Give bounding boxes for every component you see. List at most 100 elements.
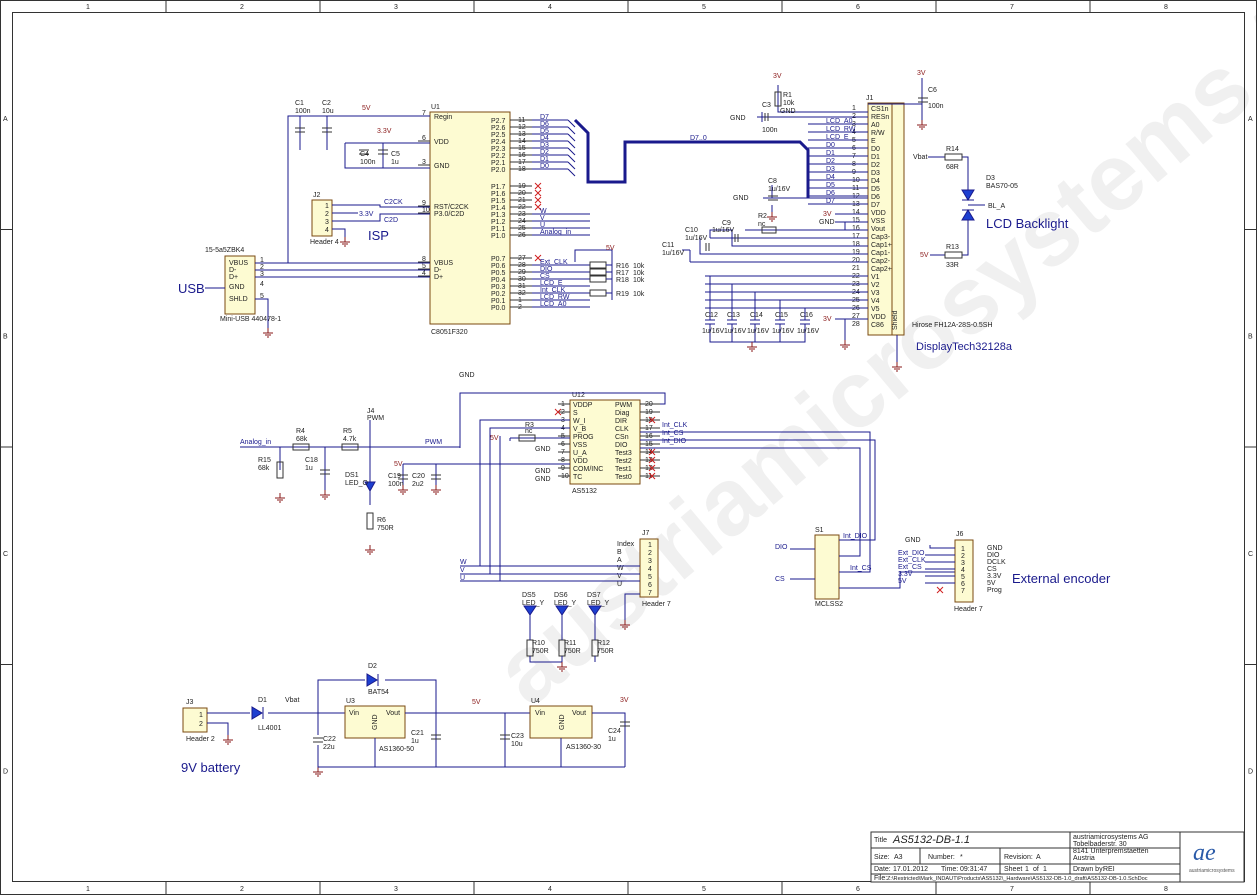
gnd-symbol [917, 120, 927, 130]
u1-net-label: DIO [540, 266, 553, 273]
usb-pin-name: VBUS [229, 260, 248, 267]
c11-val: 1u/16V [662, 250, 685, 257]
gnd-symbol [320, 490, 330, 500]
u1-pin-name: P1.1 [491, 226, 506, 233]
c11-ref: C11 [662, 242, 674, 249]
no-connect-mark [648, 464, 656, 472]
tb-time-label: Time: [941, 866, 958, 873]
j6-net-label: Ext_CLK [898, 557, 926, 564]
j1-pin-name: Cap2+ [871, 266, 892, 273]
u12-ref: U12 [572, 392, 585, 399]
tb-date-label: Date: [874, 866, 891, 873]
j1-net-label: LCD_A0 [826, 118, 853, 125]
u1-net-label: D0 [540, 163, 549, 170]
u1-net-label: D7 [540, 114, 549, 121]
tb-country: Austria [1073, 855, 1095, 862]
u1-pin-number: 7 [422, 110, 426, 117]
j7-pin-number: 1 [648, 542, 652, 549]
gnd-symbol [620, 620, 630, 630]
tb-drawn: REI [1103, 866, 1115, 873]
row-label: B [3, 333, 8, 340]
resistor-value: 750R [532, 648, 549, 655]
tb-revision-label: Revision: [1004, 854, 1033, 861]
u1-pin-name: D- [434, 267, 442, 274]
j7-pin-label: A [617, 557, 622, 564]
j6-net-label: 3.3V [898, 571, 913, 578]
u1-net-label: U [540, 222, 545, 229]
u1-pin-number: 10 [422, 207, 430, 214]
resistor-ref: R19 [616, 291, 629, 298]
u4-gnd: GND [559, 714, 566, 730]
gnd-label-3: GND [733, 195, 749, 202]
c2-ref: C2 [322, 100, 331, 107]
analog-pwm-area: Analog_in R4 68k R5 4.7k R15 68k C18 1u … [240, 408, 570, 532]
u1-pin-name: RST/C2CK [434, 204, 469, 211]
c20-val: 2u2 [412, 481, 424, 488]
lcd-backlight: Vbat R14 68R D3 BAS70-05 BL_A R13 33R 5V… [913, 146, 1069, 269]
r5-val: 4.7k [343, 436, 357, 443]
j6-pin-label: DIO [987, 552, 1000, 559]
logo-mark: ae [1193, 840, 1216, 866]
j4-ref: J4 [367, 408, 375, 415]
vdd-3v-label: 3V [823, 211, 832, 218]
gnd-label: GND [535, 476, 551, 483]
r14-val: 68R [946, 164, 959, 171]
u4-part: AS1360-30 [566, 744, 601, 751]
u1-net-label: LCD_A0 [540, 301, 567, 308]
tb-address1: Tobelbaderstr. 30 [1073, 841, 1127, 848]
r3-ref: R3 [525, 422, 534, 429]
u12-pin-name: CLK [615, 426, 629, 433]
r4-ref: R4 [296, 428, 305, 435]
u12-net-label: Int_DIO [662, 438, 687, 445]
j1-pin-name: V4 [871, 298, 880, 305]
resistor-ref: R16 [616, 263, 629, 270]
u12-pin-name: TC [573, 474, 582, 481]
u12-5v-label: 5V [394, 461, 403, 468]
j6-pin-label: Prog [987, 587, 1002, 594]
r3-val: nc [525, 428, 533, 435]
c8-ref: C8 [768, 178, 777, 185]
j1-pin-name: E [871, 138, 876, 145]
usb-pin-name: D- [229, 267, 237, 274]
r14-ref: R14 [946, 146, 959, 153]
u12-pin-name: S [573, 410, 578, 417]
u1-pin-name: P1.6 [491, 191, 506, 198]
gnd-label-1: GND [730, 115, 746, 122]
resistor-ref: R18 [616, 277, 629, 284]
tb-company: austriamicrosystems AG [1073, 834, 1148, 841]
j7-pin-number: 3 [648, 558, 652, 565]
j1-pin-number: 14 [852, 209, 860, 216]
u1-pin-name: P0.1 [491, 298, 506, 305]
u1-pin-name: P2.3 [491, 146, 506, 153]
cap-ref: C16 [800, 312, 813, 319]
j1-pin-number: 20 [852, 257, 860, 264]
j6-pin-label: GND [987, 545, 1003, 552]
j1-pin-name: D3 [871, 170, 880, 177]
u1-part: C8051F320 [431, 329, 468, 336]
j1-net-label: D7 [826, 198, 835, 205]
j1-pin-name: V3 [871, 290, 880, 297]
u1-pin-number: 3 [422, 159, 426, 166]
j6-part: Header 7 [954, 606, 983, 613]
cap-value: 1u/16V [747, 328, 770, 335]
u12-pin-name: Diag [615, 410, 630, 417]
tb-sheet-label: Sheet [1004, 866, 1022, 873]
usb-pin-number: 3 [260, 271, 264, 278]
u3-vout: Vout [386, 710, 400, 717]
col-label: 8 [1164, 886, 1168, 893]
battery-label: 9V battery [181, 760, 241, 775]
led-value: LED_Y [522, 600, 545, 607]
j1-net-label: LCD_E [826, 134, 849, 141]
c10-val: 1u/16V [685, 235, 708, 242]
u12-pin-name: DIR [615, 418, 627, 425]
no-connect-mark [534, 203, 542, 211]
j1-net-label: D1 [826, 150, 835, 157]
usb-pin-name: D+ [229, 274, 238, 281]
j2-part: Header 4 [310, 239, 339, 246]
company-logo: ae austriamicrosystems [1189, 840, 1235, 874]
u1-pin-name: P2.7 [491, 118, 506, 125]
u1-pin-name: P2.1 [491, 160, 506, 167]
j7-ref: J7 [642, 530, 650, 537]
j6-pin-label: 5V [987, 580, 996, 587]
cap-ref: C14 [750, 312, 763, 319]
